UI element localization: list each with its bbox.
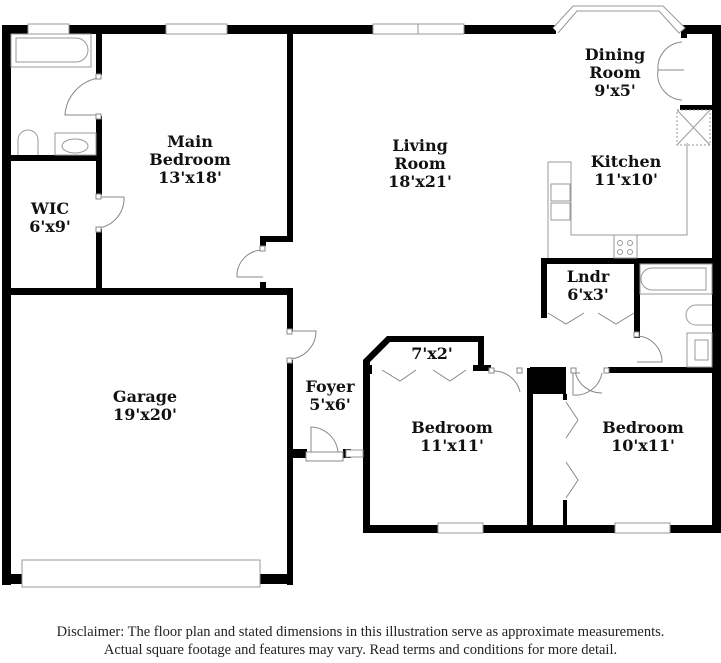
room-name: Room [394,154,446,173]
room-name: Living [392,136,448,155]
room-label-foyer: Foyer 5'x6' [305,378,354,414]
room-dimensions: 7'x2' [411,344,453,363]
room-dimensions: 9'x5' [594,81,636,100]
room-name: Garage [112,387,178,406]
room-label-main-bedroom: Main Bedroom 13'x18' [149,133,231,187]
disclaimer-line-1: Disclaimer: The floor plan and stated di… [56,624,665,640]
room-label-dining-room: Dining Room 9'x5' [585,46,645,100]
walls [2,25,721,585]
doors [64,41,684,499]
room-dimensions: 11'x10' [594,170,658,189]
room-dimensions: 13'x18' [158,168,222,187]
room-name: Bedroom [149,150,231,169]
room-dimensions: 18'x21' [388,172,452,191]
disclaimer-line-2: Actual square footage and features may v… [103,642,618,658]
room-label-laundry: Lndr 6'x3' [567,268,610,304]
room-name: Main [167,132,213,151]
room-label-bedroom-2: Bedroom 11'x11' [411,419,493,455]
room-dimensions: 19'x20' [113,405,177,424]
room-name: WIC [30,199,70,218]
room-name: Room [589,63,641,82]
fixtures [10,33,713,368]
room-label-closet: 7'x2' [411,345,453,363]
room-label-wic: WIC 6'x9' [29,200,71,236]
room-dimensions: 5'x6' [309,395,351,414]
room-label-garage: Garage 19'x20' [113,388,177,424]
room-name: Bedroom [411,418,493,437]
room-name: Foyer [305,377,355,396]
room-label-living-room: Living Room 18'x21' [388,137,452,191]
room-label-kitchen: Kitchen 11'x10' [591,153,662,189]
room-dimensions: 6'x3' [567,285,609,304]
room-name: Lndr [566,267,610,286]
room-name: Dining [584,45,646,64]
windows [21,5,686,588]
room-label-bedroom-3: Bedroom 10'x11' [602,419,684,455]
room-dimensions: 11'x11' [420,436,484,455]
room-dimensions: 10'x11' [611,436,675,455]
floor-plan [2,5,721,588]
room-dimensions: 6'x9' [29,217,71,236]
room-name: Bedroom [602,418,684,437]
disclaimer: Disclaimer: The floor plan and stated di… [0,623,721,659]
room-name: Kitchen [590,152,662,171]
